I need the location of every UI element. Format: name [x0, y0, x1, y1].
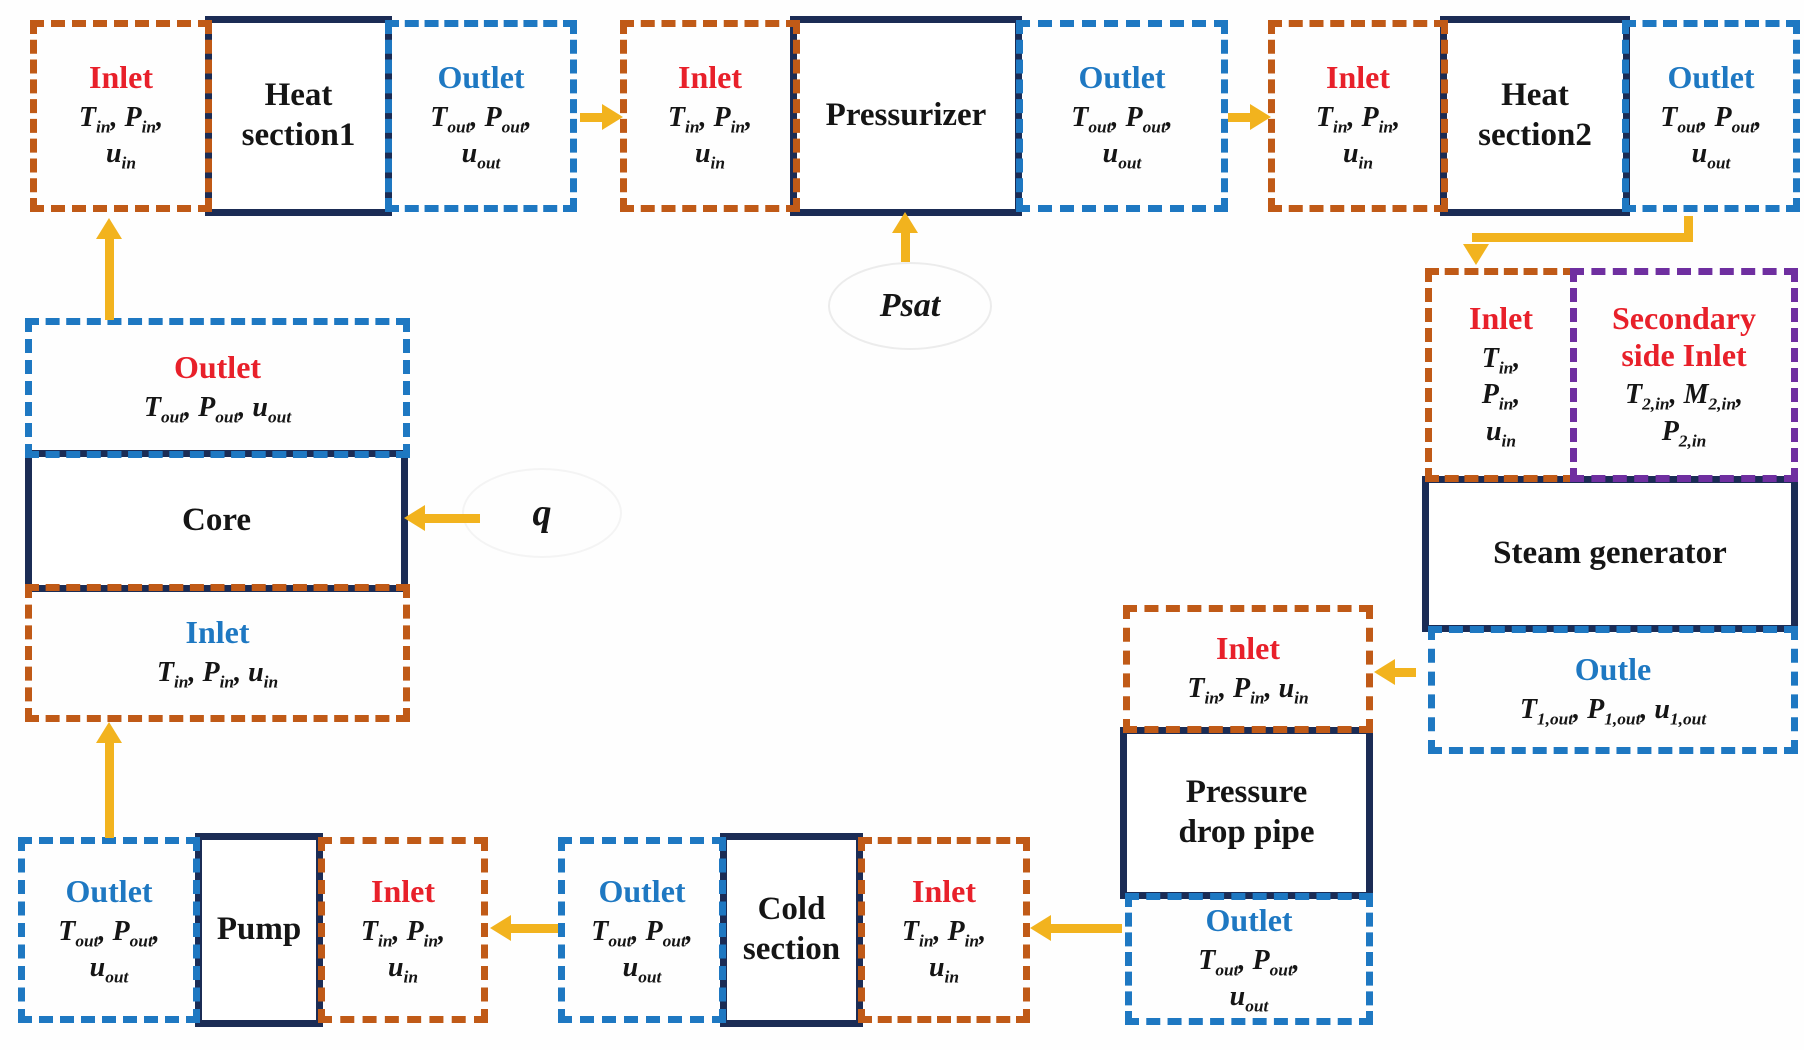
psat-bubble: Psat: [828, 262, 992, 350]
outlet-label: Outlet: [598, 873, 686, 910]
arrow-shaft-vertical: [1684, 216, 1693, 240]
inlet-variables: Tin, Pin,uin: [667, 102, 753, 173]
steam-generator-outlet-box: Outle T1,out, P1,out, u1,out: [1428, 626, 1798, 754]
outlet-variables: T1,out, P1,out, u1,out: [1519, 694, 1707, 729]
arrow-shaft: [580, 113, 606, 122]
arrow-shaft: [901, 232, 910, 262]
core-inlet-box: Inlet Tin, Pin, uin: [25, 584, 410, 722]
heat-input-bubble: q: [462, 468, 622, 558]
arrow-head-right: [1250, 104, 1271, 130]
outlet-label: Outlet: [65, 873, 153, 910]
outlet-label: Outle: [1574, 651, 1652, 688]
inlet-label: Inlet: [1216, 630, 1280, 667]
pump-box: Pump: [195, 833, 323, 1027]
heat-section2-outlet-box: Outlet Tout, Pout,uout: [1622, 20, 1800, 212]
secondary-inlet-variables: T2,in, M2,in,P2,in: [1624, 379, 1743, 451]
arrow-shaft: [105, 238, 114, 320]
arrow-shaft: [1228, 113, 1254, 122]
outlet-label: Outlet: [1205, 902, 1293, 939]
psat-label: Psat: [879, 287, 941, 324]
heat-section1-inlet-box: Inlet Tin, Pin,uin: [30, 20, 212, 212]
arrow-shaft: [105, 742, 114, 838]
outlet-label: Outlet: [173, 349, 262, 386]
outlet-variables: Tout, Pout, uout: [143, 392, 292, 427]
outlet-variables: Tout, Pout,uout: [591, 916, 693, 987]
arrow-shaft-horizontal: [1472, 233, 1693, 242]
arrow-head-left: [490, 915, 511, 941]
component-label: Pump: [216, 911, 302, 948]
component-label: Steam generator: [1493, 535, 1727, 572]
outlet-label: Outlet: [437, 59, 525, 96]
inlet-label: Inlet: [89, 59, 153, 96]
inlet-label: Inlet: [185, 614, 250, 651]
outlet-variables: Tout, Pout,uout: [1071, 102, 1173, 173]
cold-section-outlet-box: Outlet Tout, Pout,uout: [558, 837, 726, 1023]
arrow-shaft: [1394, 668, 1416, 677]
inlet-variables: Tin,Pin,uin: [1481, 342, 1521, 451]
inlet-variables: Tin, Pin,uin: [901, 916, 987, 987]
pressurizer-outlet-box: Outlet Tout, Pout,uout: [1016, 20, 1228, 212]
arrow-head-down: [1463, 244, 1489, 265]
inlet-label: Inlet: [371, 873, 435, 910]
pressure-drop-pipe-inlet-box: Inlet Tin, Pin, uin: [1123, 605, 1373, 733]
pump-outlet-box: Outlet Tout, Pout,uout: [18, 837, 200, 1023]
arrow-head-left: [404, 505, 425, 531]
outlet-variables: Tout, Pout,uout: [430, 102, 532, 173]
inlet-variables: Tin, Pin,uin: [78, 102, 164, 173]
component-label: Pressurizer: [825, 97, 987, 134]
arrow-head-left: [1030, 915, 1051, 941]
pressurizer-box: Pressurizer: [790, 16, 1022, 216]
arrow-head-up: [96, 218, 122, 239]
heat-input-label: q: [532, 492, 552, 534]
arrow-shaft: [1050, 924, 1122, 933]
pump-inlet-box: Inlet Tin, Pin,uin: [318, 837, 488, 1023]
arrow-shaft: [510, 924, 558, 933]
steam-generator-box: Steam generator: [1422, 476, 1798, 632]
outlet-variables: Tout, Pout,uout: [58, 916, 160, 987]
inlet-label: Inlet: [678, 59, 742, 96]
arrow-head-up: [892, 212, 918, 233]
pressurizer-inlet-box: Inlet Tin, Pin,uin: [620, 20, 800, 212]
inlet-label: Inlet: [1326, 59, 1390, 96]
arrow-shaft: [424, 514, 480, 523]
cold-section-inlet-box: Inlet Tin, Pin,uin: [858, 837, 1030, 1023]
heat-section1-outlet-box: Outlet Tout, Pout,uout: [385, 20, 577, 212]
inlet-variables: Tin, Pin, uin: [1187, 673, 1309, 708]
core-box: Core: [25, 450, 408, 592]
outlet-variables: Tout, Pout,uout: [1660, 102, 1762, 173]
inlet-variables: Tin, Pin,uin: [360, 916, 446, 987]
inlet-label: Inlet: [1469, 300, 1533, 337]
inlet-variables: Tin, Pin, uin: [156, 657, 279, 692]
outlet-variables: Tout, Pout,uout: [1198, 945, 1300, 1016]
outlet-label: Outlet: [1667, 59, 1755, 96]
inlet-label: Inlet: [912, 873, 976, 910]
steam-generator-inlet-box: Inlet Tin,Pin,uin: [1425, 268, 1577, 482]
inlet-variables: Tin, Pin,uin: [1315, 102, 1401, 173]
pressure-drop-pipe-outlet-box: Outlet Tout, Pout,uout: [1125, 893, 1373, 1025]
arrow-head-left: [1374, 659, 1395, 685]
heat-section2-inlet-box: Inlet Tin, Pin,uin: [1268, 20, 1448, 212]
arrow-head-right: [602, 104, 623, 130]
component-label: Core: [181, 502, 252, 539]
core-outlet-box: Outlet Tout, Pout, uout: [25, 318, 410, 458]
arrow-head-up: [96, 722, 122, 743]
outlet-label: Outlet: [1078, 59, 1166, 96]
